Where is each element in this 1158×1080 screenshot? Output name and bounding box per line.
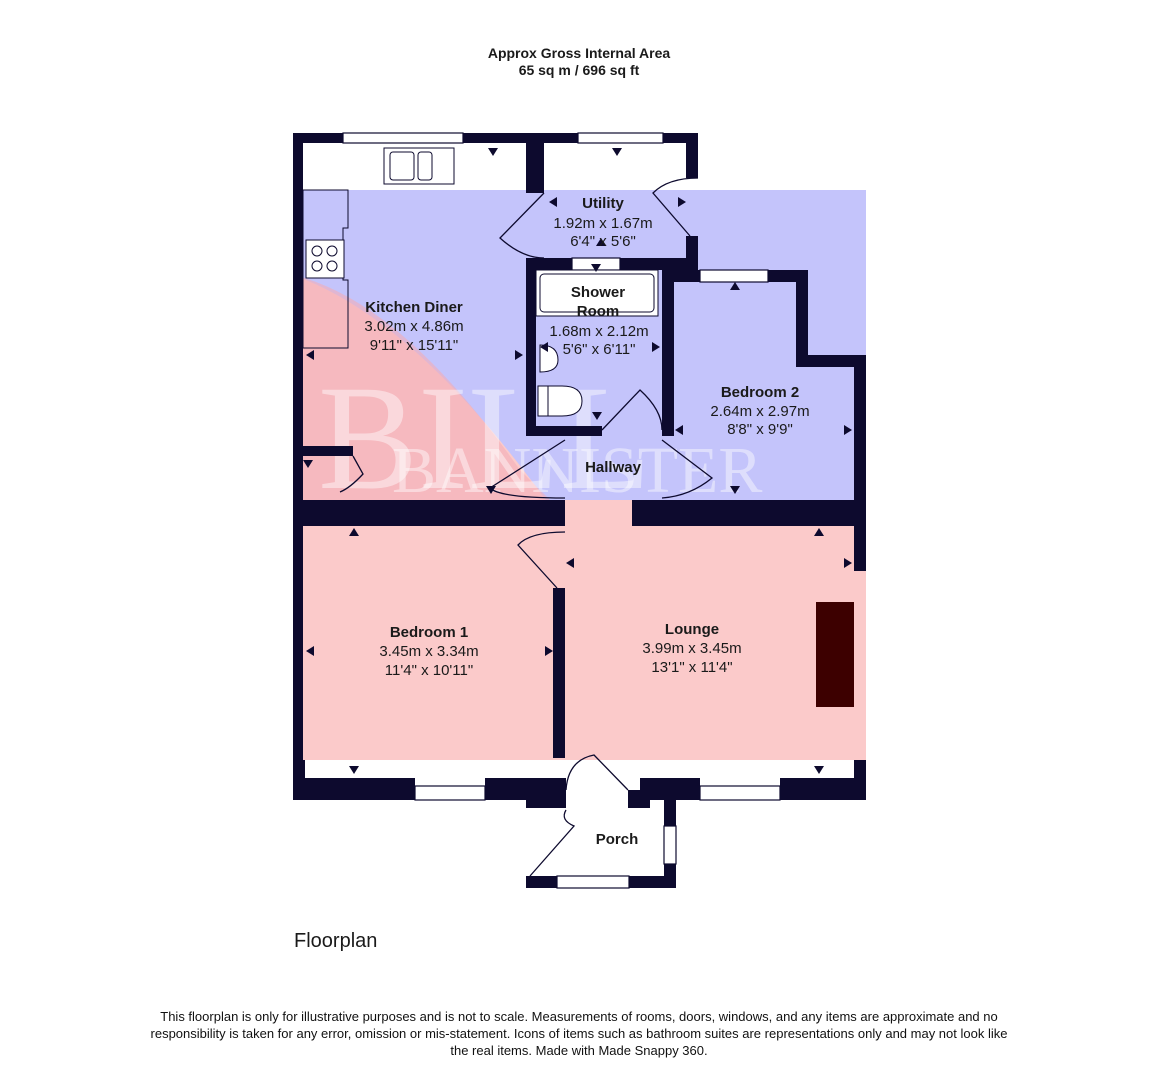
door-cupboard	[339, 455, 364, 493]
window-bedroom2	[699, 269, 769, 283]
fixtures	[302, 147, 659, 417]
area-value: 65 sq m / 696 sq ft	[518, 62, 640, 78]
room-name-shower-line1: Shower	[571, 284, 625, 301]
room-metric-bedroom1: 3.45m x 3.34m	[379, 643, 478, 660]
wall-south-4	[780, 778, 866, 800]
wall-cupboard	[293, 446, 353, 456]
basin-icon	[539, 344, 559, 373]
wall-bed1-lounge	[553, 588, 565, 758]
door-porch-inner	[565, 754, 629, 791]
toilet-cistern	[537, 385, 549, 417]
window-kitchen	[342, 132, 464, 144]
wall-lounge-north	[632, 500, 866, 526]
wall-porch-east-top	[628, 790, 650, 808]
toilet-icon	[547, 385, 583, 417]
door-utility-kitchen	[499, 192, 545, 259]
door-swings	[339, 177, 714, 877]
wall-east-upper	[854, 355, 866, 571]
window-lounge	[699, 785, 781, 801]
sink-bowl-1	[389, 151, 415, 181]
window-utility	[577, 132, 664, 144]
area-title: Approx Gross Internal Area	[487, 45, 671, 61]
room-name-kitchen: Kitchen Diner	[365, 299, 463, 316]
room-imperial-kitchen: 9'11" x 15'11"	[370, 337, 458, 354]
sink-bowl-2	[417, 151, 433, 181]
window-bedroom1	[414, 785, 486, 801]
wall-bed2-step-top	[796, 355, 866, 367]
room-metric-kitchen: 3.02m x 4.86m	[364, 318, 463, 335]
wall-shower-west	[526, 258, 536, 436]
door-porch-external	[529, 809, 576, 877]
measurement-arrows	[303, 148, 852, 774]
floor-label: Floorplan	[294, 930, 378, 952]
room-labels: Utility 1.92m x 1.67m 6'4" x 5'6" Shower…	[364, 195, 809, 848]
kitchen-worktop	[302, 189, 349, 349]
door-shower	[601, 389, 663, 431]
room-imperial-bedroom2: 8'8" x 9'9"	[727, 421, 793, 438]
room-metric-utility: 1.92m x 1.67m	[553, 215, 652, 232]
room-name-hallway: Hallway	[585, 459, 642, 476]
watermark-letter-b: BILL	[318, 355, 651, 521]
wall-bed2-step	[796, 270, 808, 366]
room-metric-shower: 1.68m x 2.12m	[549, 323, 648, 340]
room-imperial-lounge: 13'1" x 11'4"	[651, 659, 732, 676]
wall-south-1	[293, 778, 415, 800]
wall-utility-east-upper	[686, 133, 698, 178]
hob-icon	[305, 239, 345, 279]
wall-south-3	[640, 778, 700, 800]
room-imperial-shower: 5'6" x 6'11"	[563, 341, 636, 358]
room-name-shower-line2: Room	[577, 303, 620, 320]
wall-west	[293, 133, 303, 800]
door-utility-external	[652, 177, 699, 237]
room-metric-lounge: 3.99m x 3.45m	[642, 640, 741, 657]
window-porch-east	[663, 825, 677, 865]
room-imperial-utility: 6'4" x 5'6"	[570, 233, 636, 250]
watermark-text: BANNISTER	[392, 434, 762, 507]
room-name-bedroom2: Bedroom 2	[721, 384, 799, 401]
door-bedroom1	[517, 531, 566, 589]
room-name-utility: Utility	[582, 195, 624, 212]
room-name-bedroom1: Bedroom 1	[390, 624, 468, 641]
room-name-porch: Porch	[596, 831, 639, 848]
windows	[342, 132, 781, 889]
door-bedroom2	[661, 439, 714, 499]
wall-shower-east	[662, 270, 674, 436]
wall-bedroom1-north	[293, 500, 565, 526]
wall-porch-west-top	[526, 778, 566, 808]
wall-shower-south	[526, 426, 602, 436]
wall-kitchen-utility	[526, 143, 544, 193]
room-imperial-bedroom1: 11'4" x 10'11"	[385, 662, 473, 679]
room-name-lounge: Lounge	[665, 621, 719, 638]
room-metric-bedroom2: 2.64m x 2.97m	[710, 403, 809, 420]
window-porch-south	[556, 875, 630, 889]
disclaimer-text: This floorplan is only for illustrative …	[150, 1009, 1008, 1058]
